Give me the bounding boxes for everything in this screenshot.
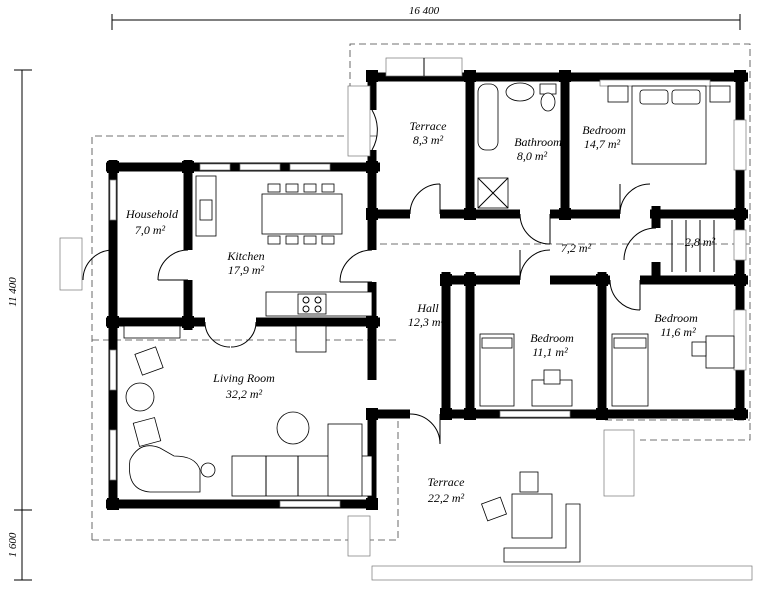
- household-label: Household: [125, 207, 179, 221]
- windows: [59, 57, 747, 508]
- terrace-top-area: 8,3 m²: [413, 133, 444, 147]
- terrace-top-label: Terrace: [410, 119, 448, 133]
- bedroom-right-label: Bedroom: [654, 311, 698, 325]
- dimension-lines: [14, 14, 741, 581]
- corridor-area: 7,2 m²: [561, 241, 592, 255]
- living-room-label: Living Room: [212, 371, 275, 385]
- staircase: [671, 220, 715, 272]
- bedroom-master-label: Bedroom: [582, 123, 626, 137]
- width-dimension: 16 400: [409, 5, 440, 17]
- furniture: [123, 82, 753, 581]
- kitchen-label: Kitchen: [226, 249, 264, 263]
- stair-hall-area: 2,8 m²: [685, 235, 716, 249]
- bathroom-label: Bathroom: [514, 135, 562, 149]
- doors: [82, 109, 657, 445]
- bedroom-master-area: 14,7 m²: [584, 137, 621, 151]
- hall-area: 12,3 m²: [408, 315, 445, 329]
- room-labels: Terrace 8,3 m² Bathroom 8,0 m² Bedroom 1…: [125, 119, 716, 505]
- terrace-bottom-area: 22,2 m²: [428, 491, 465, 505]
- kitchen-area: 17,9 m²: [228, 263, 265, 277]
- living-room-area: 32,2 m²: [225, 387, 263, 401]
- wall-posts: [107, 70, 746, 510]
- bedroom-right-area: 11,6 m²: [660, 325, 696, 339]
- height-dimension: 11 400: [7, 277, 19, 307]
- bedroom-middle-area: 11,1 m²: [532, 345, 568, 359]
- roof-outline: [91, 43, 751, 541]
- terrace-bottom-label: Terrace: [428, 475, 466, 489]
- hall-label: Hall: [416, 301, 439, 315]
- terrace-depth-dimension: 1 600: [7, 532, 19, 557]
- bathroom-area: 8,0 m²: [517, 149, 548, 163]
- bedroom-middle-label: Bedroom: [530, 331, 574, 345]
- household-area: 7,0 m²: [135, 223, 166, 237]
